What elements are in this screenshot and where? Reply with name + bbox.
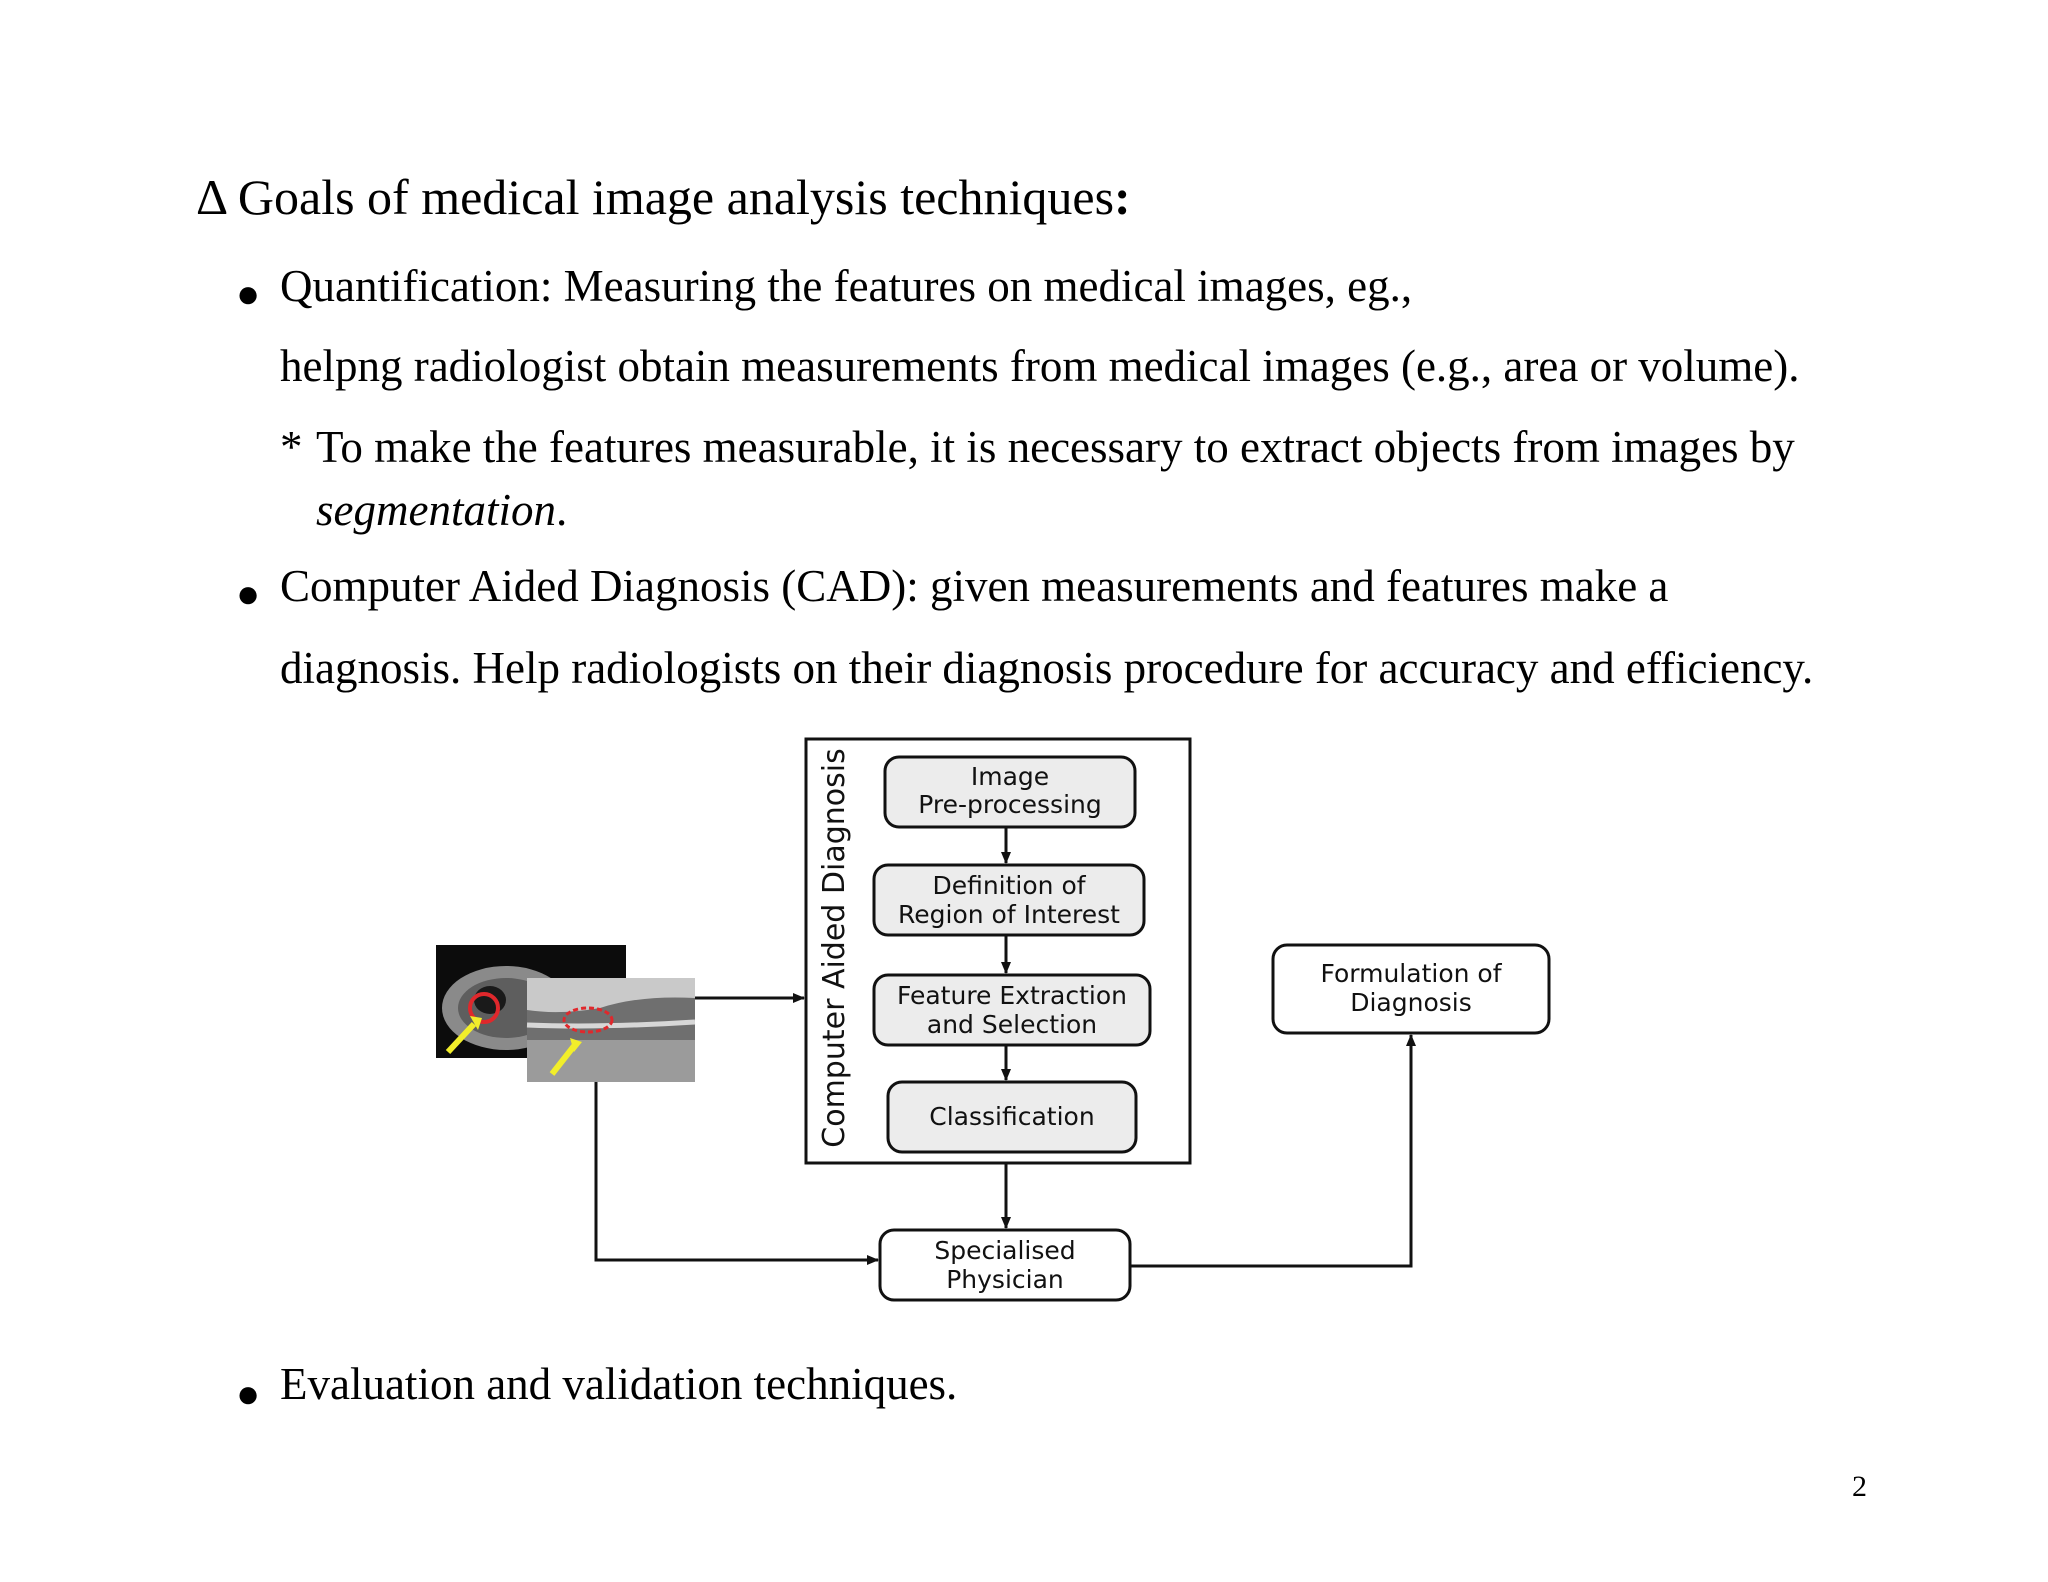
step-features-line-1: Feature Extraction [897,981,1127,1010]
step-preprocessing-line-2: Pre-processing [918,790,1102,819]
cad-frame [804,737,1192,1165]
cad-line-1: Computer Aided Diagnosis (CAD): given me… [280,561,1669,611]
physician-line-2: Physician [946,1265,1064,1294]
segmentation-term: segmentation [316,485,556,535]
cad-line-2: diagnosis. Help radiologists on their di… [280,643,1814,693]
step-roi: Definition of Region of Interest [872,863,1146,937]
step-classification: Classification [886,1080,1138,1154]
formulation-line-1: Formulation of [1320,959,1502,988]
delta-symbol: Δ [196,169,226,225]
step-features-line-2: and Selection [927,1010,1097,1039]
step-preprocessing: Image Pre-processing [883,755,1137,829]
cad-frame-label: Computer Aided Diagnosis [817,748,852,1147]
ct-highlight-circle [468,992,500,1024]
bullet-dot: ● [236,271,261,316]
step-preprocessing-line-1: Image [971,762,1049,791]
arrow-images-to-physician [594,1082,879,1265]
formulation-of-diagnosis-box: Formulation of Diagnosis [1271,943,1551,1035]
note-star: * [280,422,303,472]
note-line-2: segmentation. [316,484,567,536]
note-line-1: To make the features measurable, it is n… [316,422,1795,472]
page-number: 2 [1852,1470,1867,1503]
arrow-physician-to-formulation [1130,1034,1416,1268]
step-roi-line-1: Definition of [932,871,1086,900]
quantification-line-2: helpng radiologist obtain measurements f… [280,341,1800,391]
page-title: Δ Goals of medical image analysis techni… [196,168,1131,226]
note-period: . [555,485,568,535]
ct-arrow-marker [445,1021,477,1055]
evaluation-line-1: Evaluation and validation techniques. [280,1359,958,1409]
ultrasound-highlight [562,1006,614,1034]
ultrasound-arrow-marker [549,1044,577,1076]
bullet-dot: ● [236,571,261,616]
bullet-dot: ● [236,1371,261,1416]
step-feature-extraction: Feature Extraction and Selection [872,973,1152,1047]
title-colon: : [1114,169,1131,225]
physician-line-1: Specialised [934,1236,1075,1265]
medical-images-thumbnail [436,945,696,1082]
specialised-physician-box: Specialised Physician [878,1228,1132,1302]
title-text: Goals of medical image analysis techniqu… [237,169,1115,225]
formulation-line-2: Diagnosis [1350,988,1472,1017]
step-roi-line-2: Region of Interest [898,900,1120,929]
quantification-line-1: Quantification: Measuring the features o… [280,261,1413,311]
step-classification-label: Classification [929,1102,1094,1131]
